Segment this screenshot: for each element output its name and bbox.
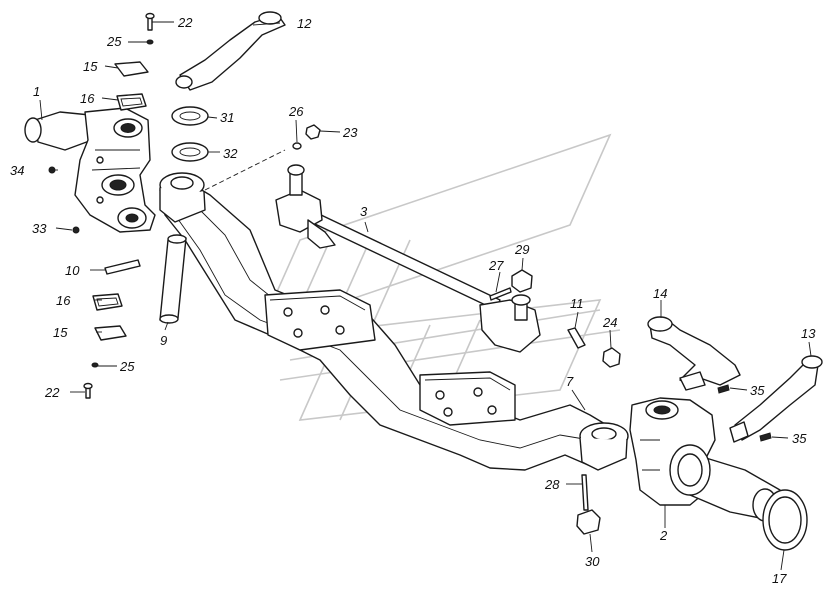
callout-10: 10 xyxy=(65,263,80,278)
callout-25b: 25 xyxy=(119,359,135,374)
cover-15-top xyxy=(114,61,149,77)
callout-22a: 22 xyxy=(177,15,193,30)
callout-leaders xyxy=(39,21,812,571)
callout-labels: 1 2 3 7 9 10 11 12 13 14 15 15 16 16 17 … xyxy=(10,15,816,586)
bolts-22-25 xyxy=(48,12,772,442)
castle-nut-30 xyxy=(576,509,601,535)
gasket-16-bottom xyxy=(92,293,123,311)
callout-9: 9 xyxy=(160,333,167,348)
washer-26 xyxy=(292,142,302,150)
pin-28 xyxy=(581,474,589,511)
callout-29: 29 xyxy=(514,242,529,257)
pin-27 xyxy=(489,287,512,301)
callout-34: 34 xyxy=(10,163,24,178)
callout-17: 17 xyxy=(772,571,787,586)
steering-arm-14 xyxy=(647,316,741,391)
callout-11: 11 xyxy=(570,296,584,311)
nut-24 xyxy=(602,347,621,368)
callout-35a: 35 xyxy=(750,383,765,398)
callout-28: 28 xyxy=(544,477,560,492)
callout-25a: 25 xyxy=(106,34,122,49)
callout-12: 12 xyxy=(297,16,312,31)
callout-24: 24 xyxy=(602,315,617,330)
castle-nut-29 xyxy=(511,269,533,293)
tie-rod xyxy=(275,164,541,353)
shim-32 xyxy=(171,142,209,162)
callout-33: 33 xyxy=(32,221,47,236)
callout-15b: 15 xyxy=(53,325,68,340)
steering-knuckle-left xyxy=(24,107,156,233)
callout-15a: 15 xyxy=(83,59,98,74)
seal-ring-17 xyxy=(762,489,808,551)
nut-23 xyxy=(305,124,321,140)
callout-14: 14 xyxy=(653,286,667,301)
callout-16a: 16 xyxy=(80,91,95,106)
king-pin xyxy=(159,234,187,324)
cotter-pin-10 xyxy=(104,259,141,275)
callout-31: 31 xyxy=(220,110,234,125)
callout-13: 13 xyxy=(801,326,816,341)
callout-22b: 22 xyxy=(44,385,60,400)
callout-27: 27 xyxy=(488,258,504,273)
wedge-pin-11 xyxy=(567,327,586,349)
callout-3: 3 xyxy=(360,204,368,219)
callout-30: 30 xyxy=(585,554,600,569)
callout-23: 23 xyxy=(342,125,358,140)
callout-2: 2 xyxy=(659,528,668,543)
callout-1: 1 xyxy=(33,84,40,99)
shim-31 xyxy=(171,106,209,126)
steering-knuckle-right xyxy=(629,397,786,522)
axle-beam xyxy=(159,172,629,471)
callout-16b: 16 xyxy=(56,293,71,308)
cover-15-bottom xyxy=(94,325,127,341)
callout-7: 7 xyxy=(566,374,574,389)
assembly-line xyxy=(204,149,286,191)
callout-32: 32 xyxy=(223,146,238,161)
callout-35b: 35 xyxy=(792,431,807,446)
steering-arm-12 xyxy=(175,11,286,91)
callout-26: 26 xyxy=(288,104,304,119)
steering-arm-13 xyxy=(729,355,823,443)
gasket-16-top xyxy=(116,93,147,111)
